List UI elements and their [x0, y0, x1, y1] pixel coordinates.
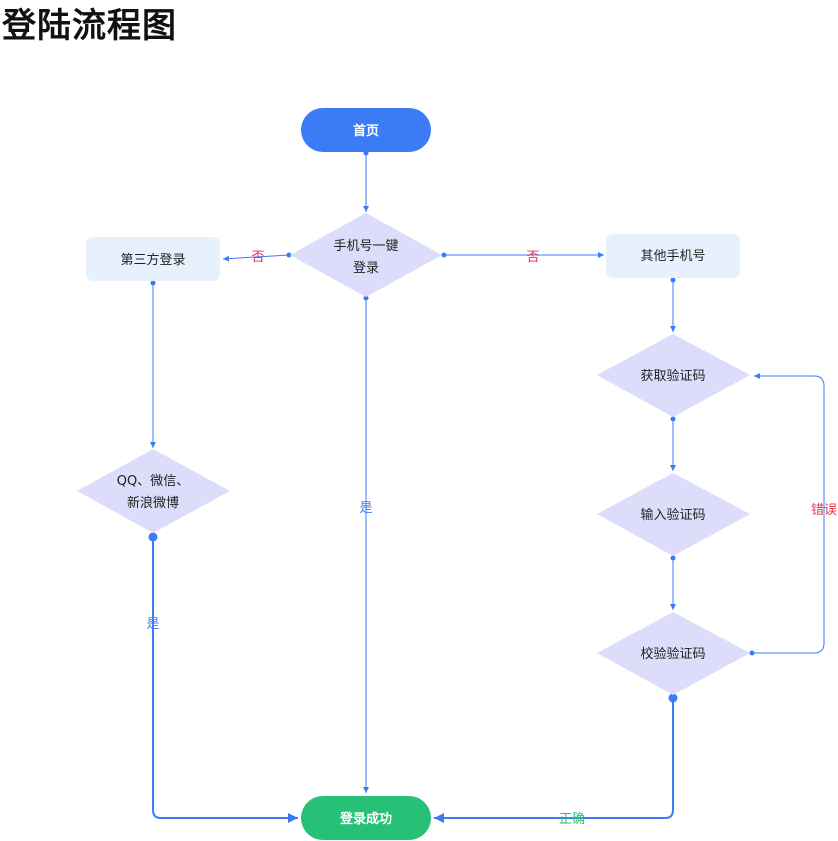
- edge-line: [222, 254, 290, 262]
- edge-phone-to-success: [363, 295, 369, 793]
- page-title: 登陆流程图: [2, 6, 177, 46]
- edge-line: [752, 373, 825, 654]
- edge-home-to-phone-login: [363, 150, 369, 212]
- node-label: 登录: [353, 261, 379, 276]
- edge-label-wrong: 错误: [811, 503, 837, 518]
- edge-label-yes-middle: 是: [359, 501, 372, 516]
- node-third-party[interactable]: 第三方登录: [86, 237, 220, 281]
- node-other-phone[interactable]: 其他手机号: [606, 234, 740, 278]
- edges: [148, 150, 825, 823]
- node-shape: [86, 237, 220, 281]
- node-shape: [597, 612, 750, 695]
- edge-verify-to-get-code-wrong: [749, 373, 825, 656]
- node-label: QQ、微信、: [117, 474, 189, 489]
- edge-line: [434, 698, 674, 823]
- node-get-code[interactable]: 获取验证码: [597, 334, 750, 417]
- node-verify-code[interactable]: 校验验证码: [597, 612, 750, 695]
- node-label: 输入验证码: [640, 507, 705, 523]
- node-shape: [597, 334, 750, 417]
- edge-phone-to-third-party: [222, 252, 292, 262]
- node-label: 第三方登录: [120, 252, 185, 268]
- edge-label-no-left: 否: [251, 250, 264, 265]
- node-label: 手机号一键: [333, 239, 398, 254]
- node-success[interactable]: 登录成功: [301, 796, 431, 840]
- node-shape: [597, 473, 750, 556]
- node-phone-login[interactable]: 手机号一键 登录: [290, 213, 442, 297]
- edge-phone-to-other-phone: [441, 252, 604, 258]
- node-label: 获取验证码: [640, 368, 705, 384]
- node-shape: [290, 213, 442, 297]
- node-home[interactable]: 首页: [301, 108, 431, 152]
- edge-label-yes-left: 是: [146, 617, 159, 632]
- node-shape: [606, 234, 740, 278]
- edge-label-correct: 正确: [559, 812, 585, 827]
- edge-line: [152, 537, 298, 823]
- node-shape: [301, 108, 431, 152]
- node-shape: [77, 449, 230, 533]
- node-label: 其他手机号: [640, 249, 705, 264]
- node-social[interactable]: QQ、微信、 新浪微博: [77, 449, 230, 533]
- edge-social-to-success: [148, 532, 298, 823]
- nodes: 首页 手机号一键 登录 第三方登录 其他手机号 QQ、微信、 新浪微博 获取验证…: [77, 108, 750, 840]
- node-input-code[interactable]: 输入验证码: [597, 473, 750, 556]
- edge-verify-to-success-correct: [434, 693, 678, 823]
- node-label: 登录成功: [339, 811, 392, 827]
- edge-other-phone-to-get-code: [670, 277, 676, 332]
- edge-third-party-to-social: [150, 280, 156, 448]
- edge-input-code-to-verify-code: [670, 555, 676, 610]
- node-label: 首页: [353, 123, 379, 139]
- edge-get-code-to-input-code: [670, 416, 676, 471]
- node-label: 新浪微博: [127, 495, 179, 511]
- edge-labels: 否 否 是 是 错误 正确: [146, 250, 837, 827]
- edge-label-no-right: 否: [526, 250, 539, 265]
- node-label: 校验验证码: [640, 646, 705, 662]
- node-shape: [301, 796, 431, 840]
